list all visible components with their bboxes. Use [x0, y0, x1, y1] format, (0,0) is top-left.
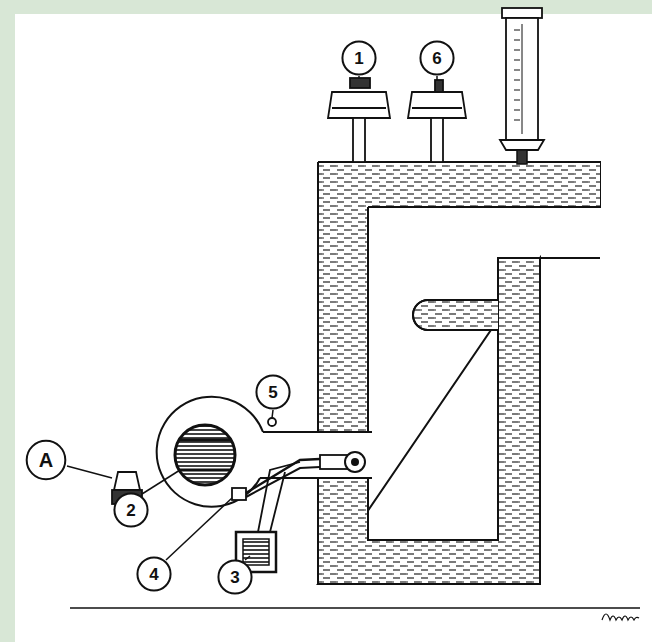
- thermometer: [500, 8, 544, 164]
- callout-number: 2: [126, 502, 135, 519]
- callout-ring: [27, 441, 66, 480]
- callout-circle: 5: [255, 374, 291, 410]
- callout-circle: 1: [341, 40, 377, 76]
- thermostat-6: [408, 80, 466, 162]
- leader-line: [67, 76, 437, 560]
- callout-number: A: [39, 450, 53, 470]
- boiler-wall: [318, 162, 600, 584]
- fan-wheel: [170, 420, 240, 490]
- floor-line: [70, 607, 640, 609]
- callout-number: 1: [354, 50, 363, 67]
- callout-circle: 4: [136, 556, 172, 592]
- callout-ring: [342, 41, 375, 74]
- callout-number: 5: [268, 384, 277, 401]
- page-background: [15, 14, 652, 642]
- pump-part: [232, 488, 246, 500]
- callout-number: 3: [230, 569, 239, 586]
- callout-circle: 6: [419, 40, 455, 76]
- thermostat-1: [328, 78, 390, 162]
- burner-housing: [157, 397, 372, 507]
- sight-glass: [268, 418, 276, 426]
- callout-number: 4: [149, 566, 158, 583]
- artist-signature: [602, 614, 639, 620]
- callout-circle: 3: [217, 559, 253, 595]
- callout-circle: A: [25, 439, 67, 481]
- callout-circle: 2: [113, 492, 149, 528]
- burner-nozzle: [320, 452, 365, 472]
- callout-ring: [256, 375, 289, 408]
- callout-number: 6: [432, 50, 441, 67]
- callout-ring: [114, 493, 147, 526]
- callout-ring: [137, 557, 170, 590]
- callout-ring: [420, 41, 453, 74]
- callout-ring: [218, 560, 251, 593]
